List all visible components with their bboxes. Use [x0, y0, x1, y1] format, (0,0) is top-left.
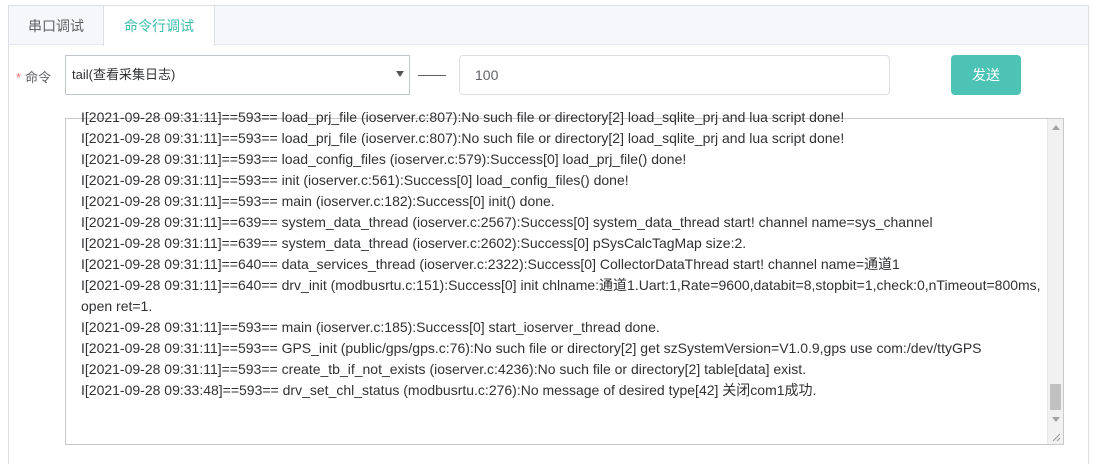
log-content: I[2021-09-28 09:31:11]==593== load_prj_f… [81, 107, 1046, 401]
resize-grip-icon[interactable] [1051, 432, 1061, 442]
tab-command-debug[interactable]: 命令行调试 [103, 6, 215, 46]
log-line: I[2021-09-28 09:33:48]==593== drv_set_ch… [81, 382, 817, 398]
command-select-value: tail(查看采集日志) [72, 67, 176, 82]
log-line: I[2021-09-28 09:31:11]==639== system_dat… [81, 214, 933, 230]
log-line: I[2021-09-28 09:31:11]==639== system_dat… [81, 235, 747, 251]
log-line: I[2021-09-28 09:31:11]==593== main (iose… [81, 193, 555, 209]
tab-serial-debug[interactable]: 串口调试 [28, 18, 84, 34]
lines-input[interactable] [459, 55, 890, 95]
log-line: I[2021-09-28 09:31:11]==593== load_prj_f… [81, 130, 845, 146]
send-button[interactable]: 发送 [951, 55, 1021, 95]
chevron-down-icon [396, 71, 404, 77]
scroll-down-icon[interactable] [1052, 417, 1060, 422]
log-scrollbar[interactable] [1047, 119, 1063, 444]
log-line: I[2021-09-28 09:31:11]==593== GPS_init (… [81, 340, 982, 356]
log-line: I[2021-09-28 09:31:11]==640== data_servi… [81, 256, 900, 272]
tabs-header: 串口调试 命令行调试 [9, 6, 1088, 46]
log-line: I[2021-09-28 09:31:11]==593== init (iose… [81, 172, 629, 188]
log-line: I[2021-09-28 09:31:11]==640== drv_init (… [81, 277, 1041, 314]
log-line: I[2021-09-28 09:31:11]==593== main (iose… [81, 319, 660, 335]
required-mark: * [16, 70, 22, 85]
separator-dash [418, 75, 446, 76]
log-line: I[2021-09-28 09:31:11]==593== load_prj_f… [81, 109, 845, 125]
command-label-text: 命令 [25, 70, 52, 85]
log-output[interactable]: I[2021-09-28 09:31:11]==593== load_prj_f… [65, 109, 1064, 445]
scroll-thumb[interactable] [1050, 384, 1061, 410]
log-line: I[2021-09-28 09:31:11]==593== create_tb_… [81, 361, 807, 377]
log-line: I[2021-09-28 09:31:11]==593== load_confi… [81, 151, 687, 167]
command-label: *命令 [16, 67, 51, 86]
scroll-up-icon[interactable] [1052, 125, 1060, 130]
command-select[interactable]: tail(查看采集日志) [65, 55, 410, 95]
